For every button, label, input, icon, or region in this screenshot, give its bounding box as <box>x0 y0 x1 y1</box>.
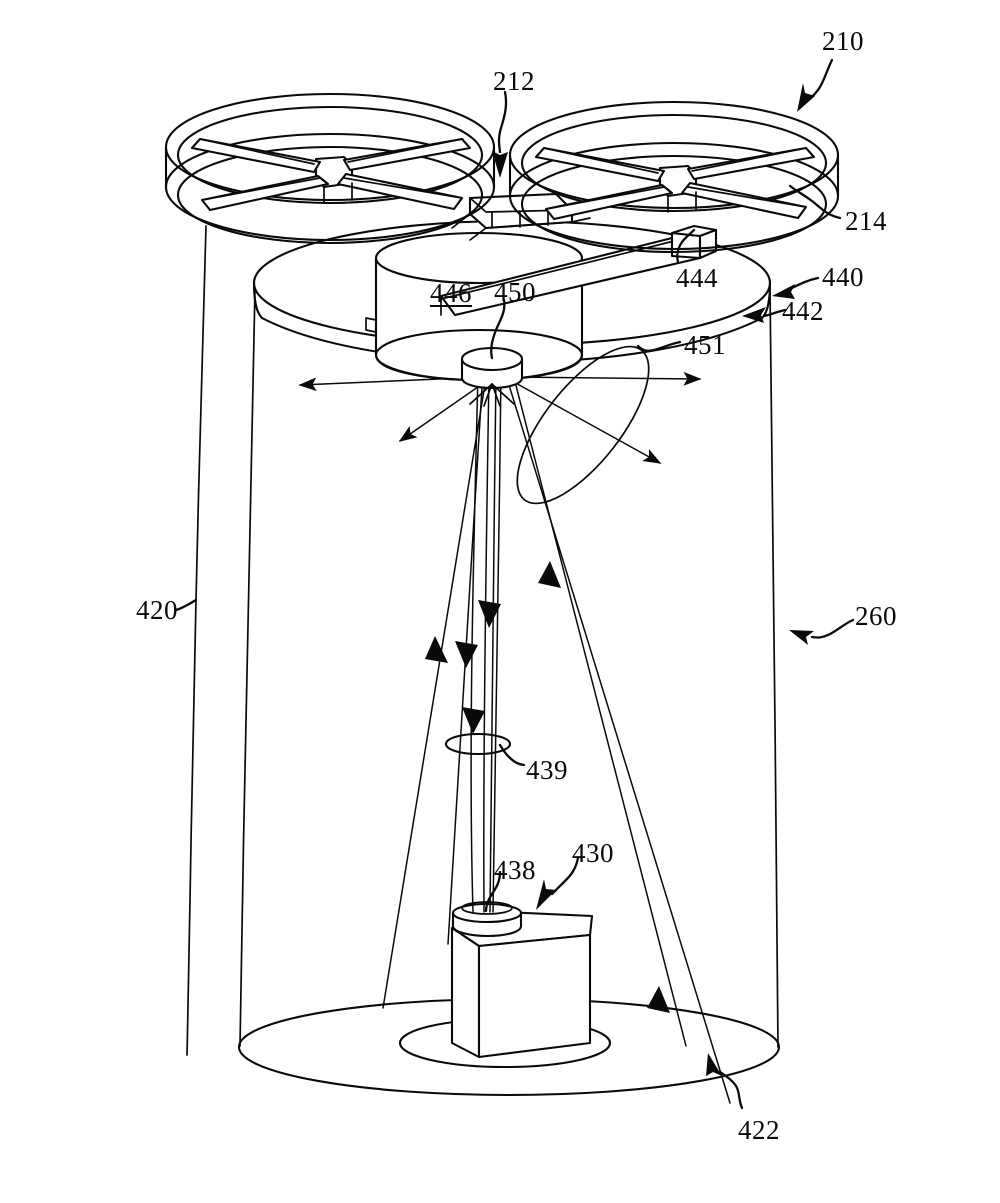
reference-numeral-442: 442 <box>782 296 824 326</box>
reference-numeral-440: 440 <box>822 262 864 292</box>
reference-numeral-439: 439 <box>526 755 568 785</box>
reference-numeral-430: 430 <box>572 838 614 868</box>
reference-numeral-422: 422 <box>738 1115 780 1145</box>
left-rotor <box>164 92 496 245</box>
beam-return-uplink <box>444 371 512 913</box>
reference-numeral-214: 214 <box>845 206 887 236</box>
reference-numeral-451: 451 <box>684 330 726 360</box>
reference-numeral-420: 420 <box>136 595 178 625</box>
reference-numeral-210: 210 <box>822 26 864 56</box>
ground-station <box>398 901 612 1069</box>
reference-line-420 <box>174 225 207 1056</box>
reference-numeral-446: 446 <box>430 278 472 308</box>
reference-numeral-438: 438 <box>494 855 536 885</box>
reference-numeral-444: 444 <box>676 263 718 293</box>
right-rotor <box>508 100 840 254</box>
reference-numeral-260: 260 <box>855 601 897 631</box>
reference-numeral-212: 212 <box>493 66 535 96</box>
radiation-pattern-lobe <box>516 345 650 505</box>
lead-lines <box>484 58 855 1110</box>
coverage-cylinder <box>237 287 781 1097</box>
reference-numeral-450: 450 <box>494 277 536 307</box>
